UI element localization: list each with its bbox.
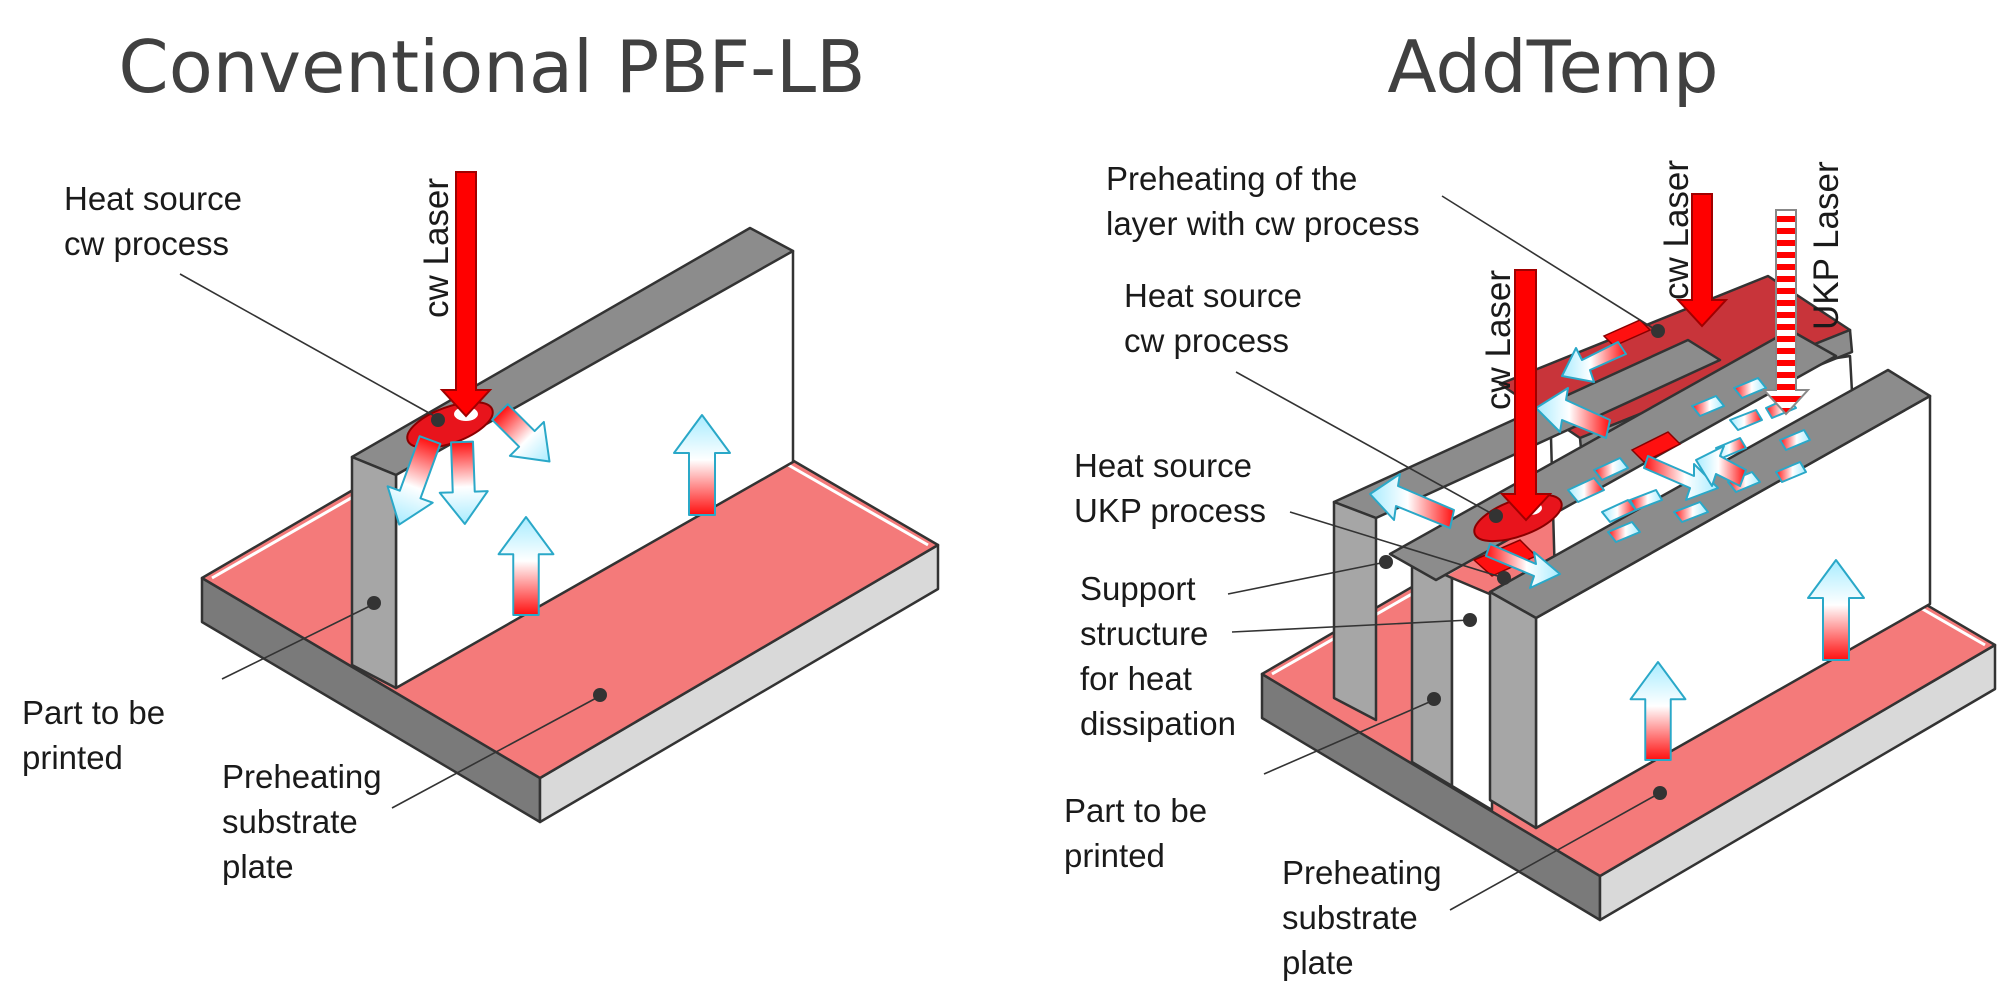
- right-title: AddTemp: [1387, 25, 1718, 109]
- right-preheat-line2: substrate: [1282, 899, 1418, 936]
- right-preheat-layer-line2: layer with cw process: [1106, 205, 1420, 242]
- right-part-leader: [1263, 699, 1435, 775]
- right-heat-ukp-dot: [1497, 571, 1511, 585]
- right-support-dot-1: [1379, 555, 1393, 569]
- right-support-leader-2: [1231, 619, 1471, 633]
- right-cw-laser-label-2: cw Laser: [1657, 160, 1696, 300]
- left-heat-arrows-pool: [386, 403, 551, 526]
- left-title: Conventional PBF-LB: [118, 25, 865, 109]
- left-cw-laser-beam: [439, 171, 493, 418]
- right-preheat-line3: plate: [1282, 944, 1354, 981]
- right-support-leader-1: [1227, 561, 1387, 595]
- right-heat-cw-leader: [1235, 371, 1497, 517]
- right-part-dot: [1427, 692, 1441, 706]
- right-cw-laser-beam-1: [1499, 269, 1553, 522]
- right-support-line2: structure: [1080, 615, 1208, 652]
- right-ukp-laser-label: UKP Laser: [1807, 161, 1846, 330]
- left-part-leader: [221, 603, 375, 680]
- right-preheat-layer-line1: Preheating of the: [1106, 160, 1357, 197]
- right-part-line1: Part to be: [1064, 792, 1207, 829]
- right-preheat-layer-leader: [1441, 195, 1657, 331]
- right-cw-laser-label-1: cw Laser: [1479, 270, 1518, 410]
- right-preheat-line1: Preheating: [1282, 854, 1442, 891]
- right-support-line1: Support: [1080, 570, 1196, 607]
- right-preheat-leader: [1449, 793, 1659, 911]
- left-part-line1: Part to be: [22, 694, 165, 731]
- right-preheat-layer-dot: [1651, 324, 1665, 338]
- right-heat-ukp-leader: [1289, 511, 1505, 579]
- left-heat-source-line2: cw process: [64, 225, 229, 262]
- right-support-line3: for heat: [1080, 660, 1192, 697]
- left-heat-source-dot: [431, 413, 445, 427]
- left-preheat-line1: Preheating: [222, 758, 382, 795]
- left-part-line2: printed: [22, 739, 123, 776]
- right-support-dot-2: [1463, 613, 1477, 627]
- right-heat-ukp-line1: Heat source: [1074, 447, 1252, 484]
- left-preheat-dot: [593, 688, 607, 702]
- left-cw-laser-label: cw Laser: [417, 178, 456, 318]
- right-cw-laser-beam-2: [1675, 193, 1729, 328]
- left-preheat-line2: substrate: [222, 803, 358, 840]
- right-support-line4: dissipation: [1080, 705, 1236, 742]
- left-heat-source-line1: Heat source: [64, 180, 242, 217]
- right-ukp-laser-beam: [1761, 209, 1811, 416]
- right-heat-cw-line1: Heat source: [1124, 277, 1302, 314]
- right-heat-cw-line2: cw process: [1124, 322, 1289, 359]
- left-heat-source-leader: [179, 273, 439, 419]
- left-preheat-leader: [391, 695, 601, 809]
- right-preheat-dot: [1653, 786, 1667, 800]
- left-preheat-line3: plate: [222, 848, 294, 885]
- right-part-line2: printed: [1064, 837, 1165, 874]
- right-heat-cw-dot: [1489, 509, 1503, 523]
- left-part-dot: [367, 596, 381, 610]
- right-heat-ukp-line2: UKP process: [1074, 492, 1266, 529]
